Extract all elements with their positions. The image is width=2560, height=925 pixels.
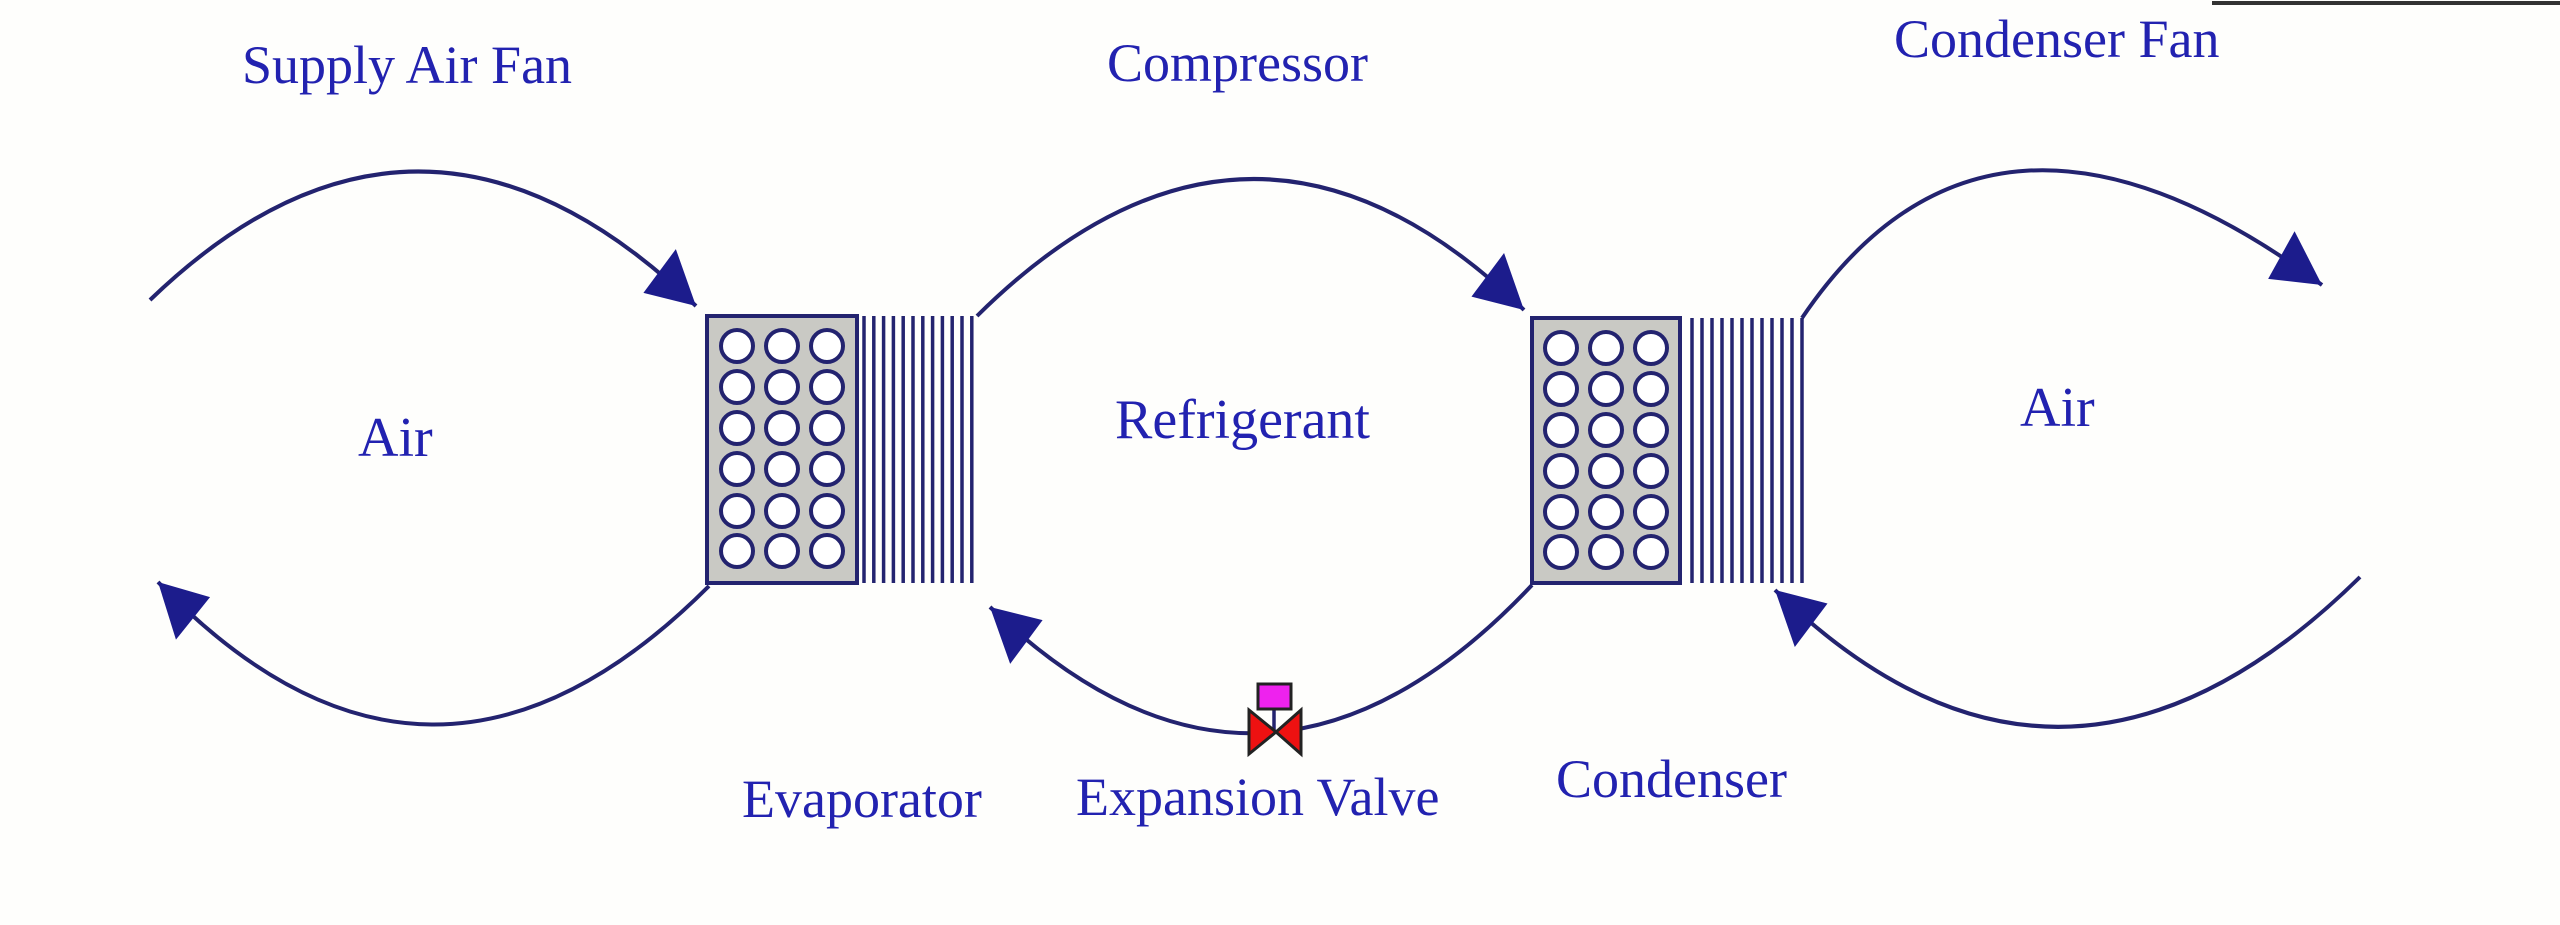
coil-tube xyxy=(1543,494,1579,530)
coil-tube xyxy=(719,451,755,487)
coil-tube xyxy=(1543,412,1579,448)
supply-air-fan-arc xyxy=(148,169,698,308)
coil-tube xyxy=(1633,494,1669,530)
intake-air-arc-right xyxy=(1773,575,2362,729)
coil-tube xyxy=(719,328,755,364)
expansion-valve-actuator xyxy=(1256,682,1293,711)
coil-tube xyxy=(719,410,755,446)
condenser-tubes xyxy=(1543,330,1669,570)
coil-tube xyxy=(1543,371,1579,407)
coil-tube xyxy=(719,533,755,569)
evaporator-label: Evaporator xyxy=(742,769,982,829)
coil-tube xyxy=(1588,453,1624,489)
coil-tube xyxy=(1543,330,1579,366)
evaporator-fins xyxy=(862,316,974,583)
coil-tube xyxy=(809,410,845,446)
coil-tube xyxy=(764,369,800,405)
coil-tube xyxy=(1588,494,1624,530)
coil-tube xyxy=(809,493,845,529)
coil-tube xyxy=(809,369,845,405)
expansion-valve-label: Expansion Valve xyxy=(1076,767,1440,827)
coil-tube xyxy=(764,533,800,569)
air-label-left: Air xyxy=(358,407,433,469)
expansion-valve-body-left xyxy=(1247,706,1279,758)
compressor-refrigerant-arc xyxy=(975,177,1526,318)
coil-tube xyxy=(1633,534,1669,570)
expansion-valve-icon xyxy=(1247,682,1303,758)
expansion-valve-body-right xyxy=(1273,706,1303,758)
coil-tube xyxy=(1588,534,1624,570)
supply-air-fan-label: Supply Air Fan xyxy=(242,35,573,95)
air-label-right: Air xyxy=(2020,377,2095,439)
coil-tube xyxy=(1633,453,1669,489)
return-air-arc-left xyxy=(156,580,711,727)
coil-tube xyxy=(1588,412,1624,448)
coil-tube xyxy=(809,451,845,487)
condenser-fan-arc xyxy=(1800,168,2324,320)
evaporator-coil xyxy=(705,314,974,585)
coil-tube xyxy=(764,451,800,487)
coil-tube xyxy=(1633,371,1669,407)
coil-tube xyxy=(809,533,845,569)
condenser-fan-label: Condenser Fan xyxy=(1894,9,2220,69)
evaporator-tubes xyxy=(719,328,845,569)
coil-tube xyxy=(1588,371,1624,407)
coil-tube xyxy=(1543,534,1579,570)
coil-tube xyxy=(1588,330,1624,366)
coil-tube xyxy=(1543,453,1579,489)
coil-tube xyxy=(719,493,755,529)
condenser-label: Condenser xyxy=(1556,749,1787,809)
coil-tube xyxy=(764,493,800,529)
refrigerant-label: Refrigerant xyxy=(1115,389,1370,451)
coil-tube xyxy=(764,410,800,446)
coil-tube xyxy=(1633,412,1669,448)
coil-tube xyxy=(764,328,800,364)
compressor-label: Compressor xyxy=(1107,33,1368,93)
coil-tube xyxy=(719,369,755,405)
coil-tube xyxy=(809,328,845,364)
condenser-fins xyxy=(1690,318,1804,583)
expansion-valve-refrigerant-arc xyxy=(988,583,1534,736)
condenser-coil xyxy=(1530,316,1804,585)
coil-tube xyxy=(1633,330,1669,366)
